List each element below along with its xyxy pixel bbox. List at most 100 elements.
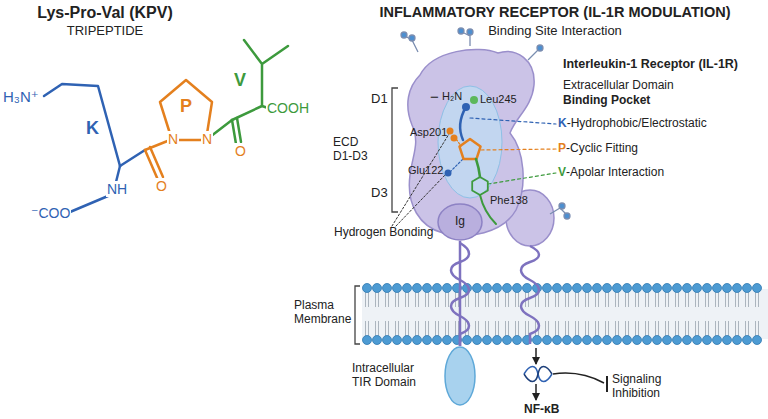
lipid-tail [696, 291, 699, 337]
bond [70, 196, 108, 212]
glycan-unit [467, 29, 473, 35]
lipid-head [743, 336, 752, 345]
lipid-tail [456, 291, 459, 337]
receptor-shape [408, 49, 534, 235]
lipid-tail [546, 291, 549, 337]
node-outline [444, 346, 476, 406]
bond [145, 140, 170, 150]
lipid-head [693, 284, 702, 293]
lipid-head [393, 284, 402, 293]
bound-ligand [460, 107, 497, 224]
lipid-tail [626, 291, 629, 337]
lipid-head [393, 336, 402, 345]
hydrogen-bond-line [450, 158, 464, 172]
atom-label: N [201, 131, 213, 147]
bond [120, 150, 145, 166]
lipid-head [703, 284, 712, 293]
lipid-head [563, 336, 572, 345]
lipid-tail [726, 291, 729, 337]
lipid-tail [436, 291, 439, 337]
lipid-head [633, 336, 642, 345]
lipid-tail [586, 291, 589, 337]
glycans [401, 28, 570, 219]
lipid-head [403, 284, 412, 293]
atom-label: N [167, 131, 179, 147]
amine-group: H₃N⁺ [2, 88, 40, 105]
glycan-unit [537, 45, 543, 51]
lipid-head [653, 284, 662, 293]
lipid-head [473, 284, 482, 293]
lipid-head [663, 284, 672, 293]
leader-line [481, 149, 556, 150]
interaction-label: P-Cyclic Fitting [558, 142, 638, 156]
atom-dot [462, 103, 470, 111]
glycan-unit [458, 28, 464, 34]
lipid-head [743, 284, 752, 293]
leader-line [488, 173, 556, 184]
hydrogen-bond-line [396, 174, 446, 226]
double-bond [237, 118, 241, 142]
lipid-head [573, 336, 582, 345]
proline-ring [160, 80, 212, 140]
lipid-head [413, 284, 422, 293]
bilayer-core [362, 289, 768, 339]
residue-label: Leu245 [480, 93, 517, 106]
valine-chain [476, 159, 480, 177]
double-bond [150, 147, 163, 177]
node-label: Ig [437, 203, 483, 241]
lipid-head [383, 284, 392, 293]
glycan-stem [462, 32, 470, 46]
lipid-head [683, 284, 692, 293]
lipid-tail [676, 291, 679, 337]
residue-label: H₂N [442, 90, 462, 103]
lipid-tail [666, 291, 669, 337]
lipid-head [363, 336, 372, 345]
lipid-tail [526, 291, 529, 337]
lipid-head [713, 284, 722, 293]
glycan-stem [528, 50, 538, 60]
lipid-head [523, 336, 532, 345]
charge-sign: − [430, 88, 439, 105]
lipid-head [463, 336, 472, 345]
lipid-head [623, 336, 632, 345]
lipid-head [733, 336, 742, 345]
lipid-tail [646, 291, 649, 337]
binding-pocket [438, 86, 502, 198]
glycan-unit [409, 35, 415, 41]
lipid-tail [756, 291, 759, 337]
lipid-head [623, 284, 632, 293]
lipid-head [443, 336, 452, 345]
node-label: Interleukin-1 Receptor (IL-1R) [563, 57, 738, 71]
lysine-chain [44, 84, 120, 166]
bond [206, 120, 232, 140]
lipid-tail [596, 291, 599, 337]
lipid-head [383, 336, 392, 345]
lipid-tail [566, 291, 569, 337]
lipid-head [493, 284, 502, 293]
lipid-tail [476, 291, 479, 337]
lipid-tail [486, 291, 489, 337]
residue-label: Glu122 [408, 164, 443, 177]
helix-coil [521, 246, 539, 344]
lipid-head [463, 284, 472, 293]
lipid-head [473, 336, 482, 345]
lipid-head [583, 284, 592, 293]
lipid-head [673, 284, 682, 293]
lipid-tail [376, 291, 379, 337]
lipid-tail [616, 291, 619, 337]
ig-domain: Ig [437, 203, 483, 241]
glycan-stem [550, 208, 566, 214]
lipid-head [543, 284, 552, 293]
lipid-head [373, 284, 382, 293]
plasma-membrane: Plasma Membrane [362, 283, 768, 345]
lipid-head [533, 336, 542, 345]
lipid-head [433, 336, 442, 345]
receptor-ecd: Interleukin-1 Receptor (IL-1R) [398, 45, 538, 240]
lipid-tail [366, 291, 369, 337]
lipid-head [543, 336, 552, 345]
lipid-head [503, 284, 512, 293]
lipid-head [683, 336, 692, 345]
